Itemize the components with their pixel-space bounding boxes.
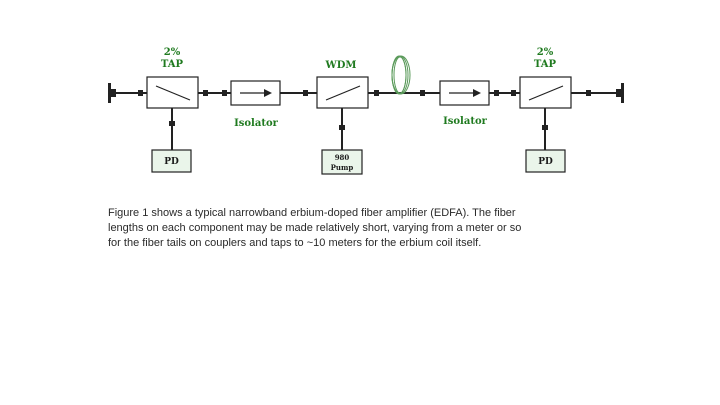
left-connector: [108, 83, 116, 103]
pump-label-2: Pump: [331, 163, 354, 172]
wdm-label: WDM: [325, 60, 357, 71]
isolator-right: Isolator: [439, 80, 490, 127]
caption-line-1: Figure 1 shows a typical narrowband erbi…: [108, 207, 516, 219]
tap-left-label-1: 2%: [164, 47, 181, 58]
tap-right: 2% TAP PD: [519, 47, 572, 173]
pump-box: [321, 149, 363, 175]
caption-line-3: for the fiber tails on couplers and taps…: [108, 237, 482, 249]
pd-right-label: PD: [538, 157, 553, 167]
figure-caption: Figure 1 shows a typical narrowband erbi…: [108, 206, 628, 251]
wdm-coupler: [325, 85, 361, 101]
tap-right-box: [519, 76, 572, 109]
tap-left-label-2: TAP: [161, 59, 184, 70]
wdm: WDM 980 Pump: [316, 60, 369, 175]
erbium-coil: [391, 55, 411, 95]
pump-label-1: 980: [335, 153, 350, 162]
splice-marks: [138, 90, 591, 96]
wdm-box: [316, 76, 369, 109]
tap-right-splitter: [528, 85, 564, 101]
pd-right-box: [525, 149, 566, 173]
tap-left: 2% TAP PD: [146, 47, 199, 173]
pd-left-label: PD: [164, 157, 179, 167]
tap-right-label-1: 2%: [537, 47, 554, 58]
right-connector: [616, 83, 624, 103]
pd-left-box: [151, 149, 192, 173]
tap-right-label-2: TAP: [534, 59, 557, 70]
edfa-diagram: 2% TAP PD Isolator WDM 980 Pump: [108, 47, 624, 175]
isolator-left: Isolator: [230, 80, 281, 129]
isolator-right-label: Isolator: [443, 116, 488, 127]
isolator-left-label: Isolator: [234, 118, 279, 129]
tap-left-splitter: [155, 85, 191, 101]
caption-line-2: lengths on each component may be made re…: [108, 222, 522, 234]
